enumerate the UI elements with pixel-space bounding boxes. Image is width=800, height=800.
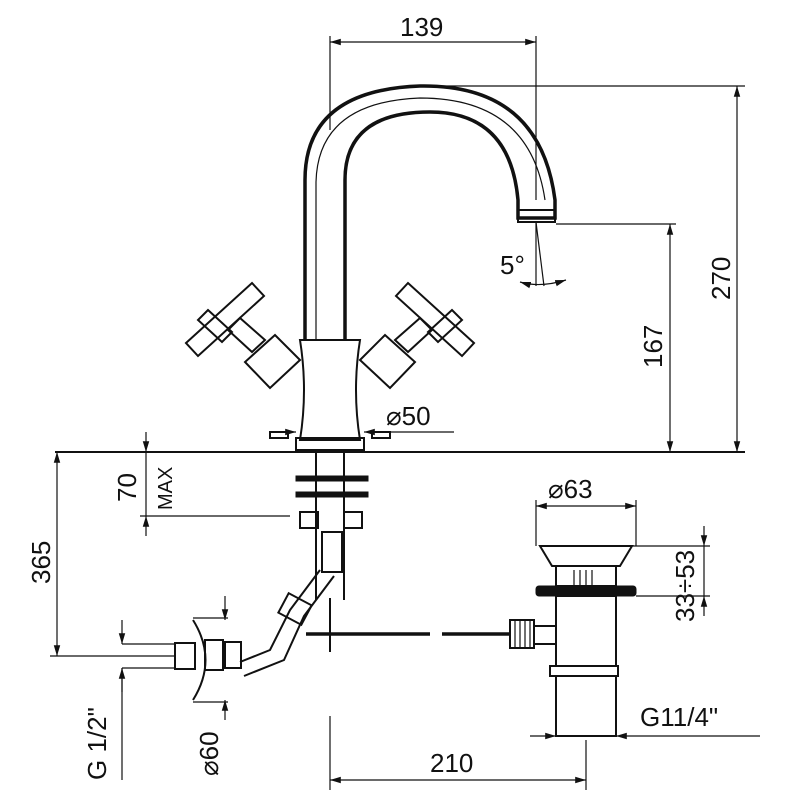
- dim-label-167: 167: [638, 325, 668, 368]
- inlet-connector: [122, 619, 242, 701]
- dim-base-diameter: ⌀50: [272, 401, 454, 436]
- dim-label-max: MAX: [155, 467, 177, 510]
- dim-spout-height: 167: [556, 223, 676, 452]
- pop-up-waste: [535, 545, 637, 737]
- dim-label-d63: ⌀63: [548, 474, 593, 504]
- dim-inlet-thread: G 1/2": [82, 620, 126, 780]
- dim-label-270: 270: [706, 257, 736, 300]
- dim-label-g12: G 1/2": [82, 707, 112, 780]
- dim-label-70: 70: [112, 473, 142, 502]
- dim-max-deck: 70 MAX: [112, 432, 290, 536]
- dim-waste-range: 33÷53: [632, 526, 710, 622]
- dim-inlet-flange: ⌀60: [193, 596, 229, 776]
- right-cross-handle: [358, 281, 476, 390]
- left-cross-handle: [184, 281, 302, 390]
- flexible-hose: [239, 569, 335, 677]
- dim-label-365: 365: [26, 541, 56, 584]
- pop-up-rod: [306, 598, 557, 652]
- dim-waste-diameter: ⌀63: [535, 474, 637, 546]
- dim-label-33-53: 33÷53: [670, 550, 700, 622]
- dim-under-deck: 365: [26, 452, 175, 657]
- tap-body: [269, 339, 391, 451]
- dim-label-5deg: 5°: [500, 250, 525, 280]
- dim-label-g114: G11/4": [640, 702, 718, 732]
- dim-label-d50: ⌀50: [386, 401, 431, 431]
- dim-waste-thread: G11/4": [530, 702, 760, 740]
- dim-waste-offset: 210: [329, 716, 587, 790]
- dim-spout-angle: 5°: [500, 221, 567, 289]
- dim-label-d60: ⌀60: [194, 731, 224, 776]
- dim-spout-reach: 139: [329, 12, 537, 200]
- dim-label-139: 139: [400, 12, 443, 42]
- dim-total-height: 270: [420, 85, 745, 452]
- dim-label-210: 210: [430, 748, 473, 778]
